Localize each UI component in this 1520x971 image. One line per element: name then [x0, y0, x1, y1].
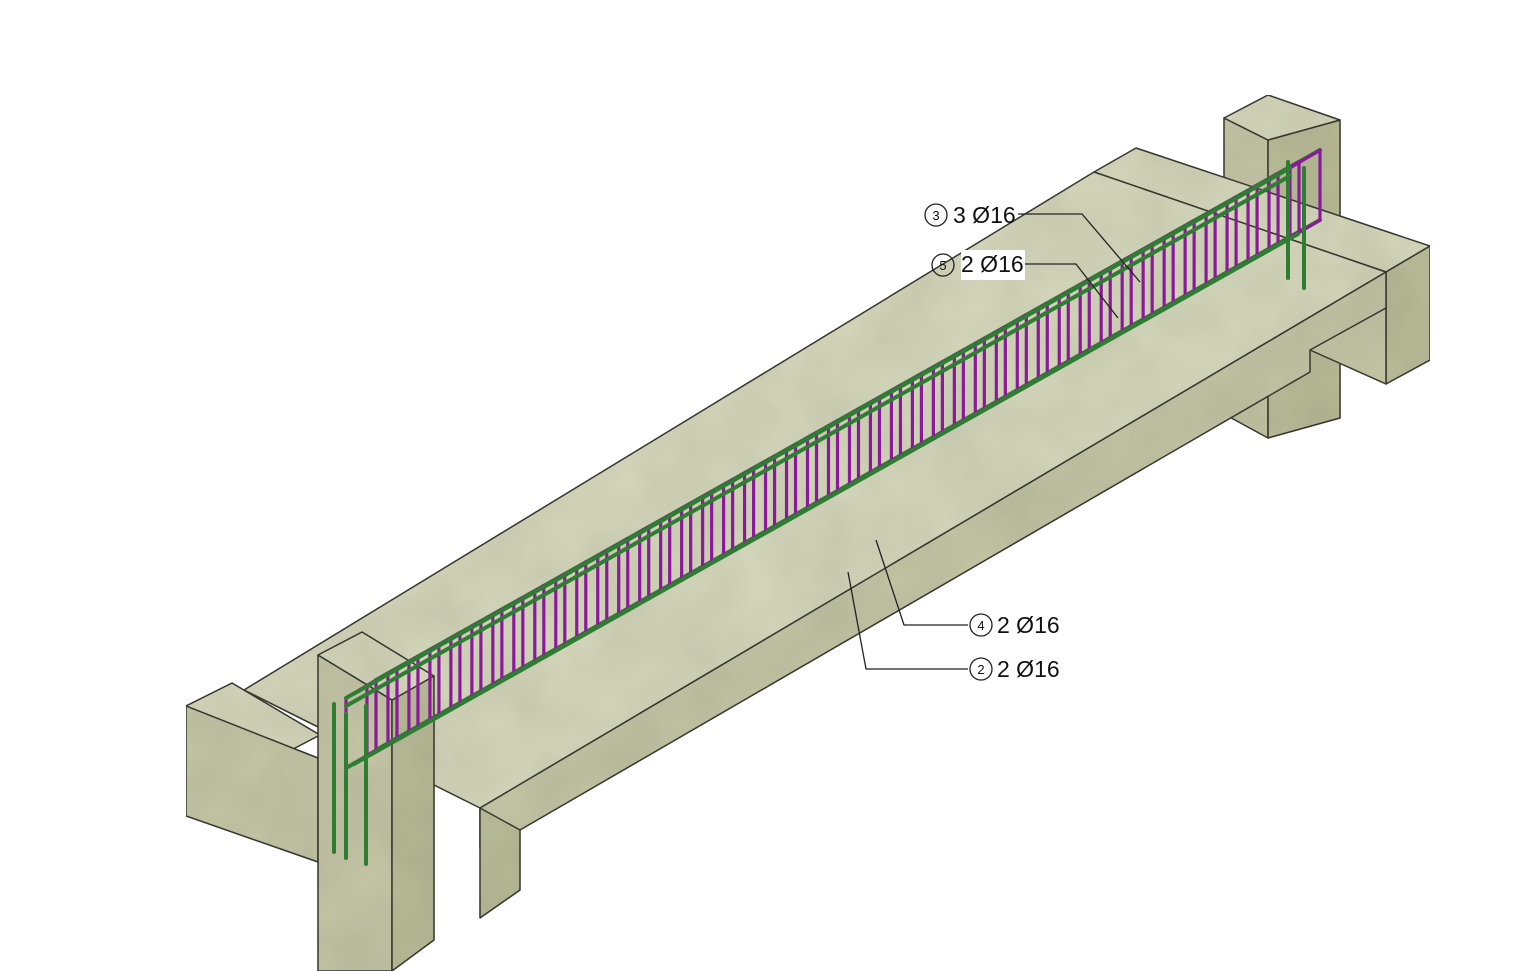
rebar-cage [332, 148, 1322, 866]
top-front-bar [344, 166, 1292, 700]
callout-mark-2: 2 [977, 662, 984, 677]
leader-line-4 [875, 539, 968, 626]
rebar-callouts [847, 203, 1141, 681]
callout-5: 5 2 Ø16 [939, 251, 1023, 277]
stirrup-top-leg [1288, 148, 1322, 170]
top-front-bar-2 [344, 174, 1292, 708]
bottom-front-bar-2 [352, 232, 1300, 766]
callout-label-3: 3 Ø16 [953, 202, 1016, 228]
callout-label-4: 2 Ø16 [997, 612, 1060, 638]
callout-3: 3 3 Ø16 [932, 202, 1015, 228]
callout-label-5: 2 Ø16 [961, 251, 1024, 277]
callout-mark-4: 4 [977, 618, 984, 633]
callout-mark-5: 5 [939, 258, 946, 273]
callout-mark-5-circle [931, 253, 955, 277]
callout-mark-2-circle [969, 657, 993, 681]
callout-5-text-background [961, 250, 1025, 280]
leader-line-5 [1024, 263, 1119, 319]
leader-line-3 [1018, 213, 1141, 283]
callout-4: 4 2 Ø16 [977, 612, 1059, 638]
leader-line-2 [847, 571, 968, 670]
left-end-block-side [479, 807, 521, 919]
callout-label-2: 2 Ø16 [997, 656, 1060, 682]
callout-mark-4-circle [969, 613, 993, 637]
callout-mark-3-circle [924, 203, 948, 227]
concrete-structure [185, 94, 1431, 971]
callout-2: 2 2 Ø16 [977, 656, 1059, 682]
callout-mark-3: 3 [932, 208, 939, 223]
right-column-top [1223, 94, 1341, 141]
